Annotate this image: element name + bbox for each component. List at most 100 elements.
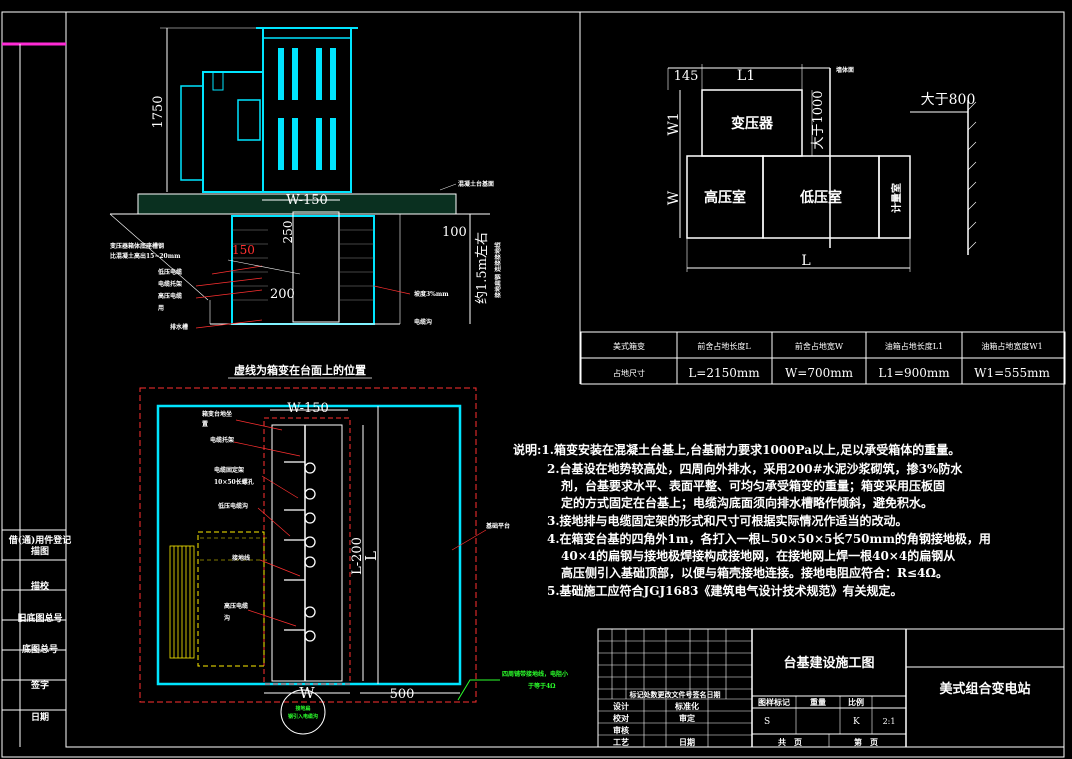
- dim-W: W: [666, 190, 682, 205]
- tb-sheet-no: 第 页: [854, 737, 878, 747]
- label-lv-cable: 低压电缆: [157, 268, 182, 276]
- tb-check: 校对: [613, 713, 629, 723]
- note-2c: 定的方式固定在台基上；电缆沟底面须向排水槽略作倾斜，避免积水。: [561, 495, 933, 510]
- label-top-right: 混凝土台基面: [458, 180, 494, 188]
- th-4: 油箱占地宽度W1: [981, 341, 1042, 351]
- th-2: 前舍占地宽W: [795, 341, 844, 351]
- label-bracket: 变压器箱体底座槽钢: [110, 242, 164, 250]
- notes: 说明:1.箱变安装在混凝土台基上,台基耐力要求1000Pa以上,足以承受箱体的重…: [513, 442, 991, 598]
- dim-500: 500: [390, 687, 415, 702]
- note-1: 说明:1.箱变安装在混凝土台基上,台基耐力要求1000Pa以上,足以承受箱体的重…: [513, 442, 960, 457]
- label-support: 电缆托架: [158, 280, 182, 288]
- plan-platform: [156, 404, 462, 686]
- td-label: 占地尺寸: [613, 368, 645, 378]
- plan-label-1: 箱变台地坐: [202, 410, 232, 418]
- note-5: 5.基础施工应符合JGJ1683《建筑电气设计技术规范》有关规定。: [547, 583, 903, 598]
- td-3: W1=555mm: [974, 366, 1050, 380]
- ground-detail-circle: [280, 689, 326, 735]
- plan-label-3b: 10×50长螺孔: [214, 478, 254, 486]
- room-lv: 低压室: [799, 189, 842, 206]
- label-hv-cable2: 用: [157, 305, 164, 312]
- cable-pit: [231, 215, 375, 325]
- note-4c: 高压侧引入基础顶部，以便与箱壳接地连接。接地电阻应符合：R≤4Ω。: [561, 565, 948, 580]
- drawing-title: 台基建设施工图: [783, 655, 874, 671]
- note-2b: 剂，台基要求水平、表面平整、可均匀承受箱变的重量；箱变采用压板固: [560, 478, 945, 493]
- plan-label-3: 电缆固定架: [214, 466, 244, 474]
- circle-label2: 钢引入电缆沟: [288, 713, 318, 720]
- tb-date: 日期: [679, 737, 695, 747]
- plan-label-1b: 置: [202, 420, 208, 428]
- label-bracket2: 比混凝土高出15~20mm: [110, 252, 181, 260]
- size-table: 美式箱变 前舍占地长度L 前舍占地宽W 油箱占地长度L1 油箱占地宽度W1 占地…: [580, 331, 1066, 385]
- elevation-caption: 虚线为箱变在台面上的位置: [234, 363, 366, 377]
- layout-diagram: 变压器 高压室 低压室 计量室 145 L1 墙体面 大于1000 W1 W L…: [666, 64, 977, 272]
- label-slope: 坡度3%mm: [414, 290, 449, 298]
- tb-sheet-total: 共 页: [778, 737, 802, 747]
- dim-L1: L1: [737, 68, 755, 84]
- plan-label-6: 高压电缆: [224, 602, 248, 610]
- dim-1750: 1750: [151, 95, 166, 128]
- tb-scale-pre: K: [853, 717, 860, 727]
- rev-header: 标记处数更改文件号签名日期: [629, 690, 721, 699]
- brick-hatch: [232, 229, 374, 301]
- td-1: W=700mm: [785, 366, 854, 380]
- tb-standard: 标准化: [674, 701, 699, 711]
- note-3: 3.接地排与电缆固定架的形式和尺寸可根据实际情况作适当的改动。: [547, 513, 908, 528]
- plan-label-6b: 沟: [224, 614, 230, 622]
- dim-w-plan: W: [299, 684, 315, 702]
- plan-oil-tank: [197, 531, 265, 667]
- plan-cable-loops: [304, 462, 316, 642]
- plan-view: W-150 L-200 L W 500 箱变台地坐 置 电缆托架 电缆固定架 1…: [139, 387, 568, 735]
- room-transformer: 变压器: [731, 115, 774, 132]
- plan-label-4: 低压电缆沟: [217, 502, 248, 510]
- dim-250: 250: [281, 221, 295, 244]
- dim-depth: 约1.5m左右: [475, 232, 490, 304]
- dim-150: 150: [232, 243, 255, 257]
- strip-3: 描校: [31, 580, 50, 592]
- box-meter: [878, 155, 911, 239]
- label-trench: 电缆沟: [414, 318, 432, 326]
- dim-l-plan: L: [362, 551, 380, 561]
- strip-1: 借(通)用件登记: [8, 534, 72, 546]
- dim-W1: W1: [666, 112, 682, 135]
- plan-label-2: 电缆托架: [210, 436, 234, 444]
- note-2a: 2.台基设在地势较高处，四周向外排水，采用200#水泥沙浆砌筑，掺3%防水: [547, 461, 963, 476]
- strip-5: 底图总号: [22, 643, 58, 655]
- strip-7: 日期: [31, 711, 49, 723]
- tb-scale: 比例: [848, 697, 864, 707]
- label-ground-vert: 接地扁钢 连接接地线: [494, 242, 502, 299]
- plan-radiator: [169, 545, 195, 659]
- dim-w150-elev: W-150: [286, 193, 328, 208]
- side-strip: 借(通)用件登记 描图 描校 旧底图总号 底图总号 签字 日期: [2, 44, 71, 747]
- oil-tank: [202, 71, 264, 193]
- th-3: 油箱占地长度L1: [885, 341, 943, 351]
- plan-outer-dash: [139, 387, 477, 703]
- th-1: 前舍占地长度L: [697, 341, 751, 351]
- label-hv-cable: 高压电缆: [158, 292, 182, 300]
- tb-stage: 图样标记: [758, 697, 790, 707]
- tb-design: 设计: [613, 701, 629, 711]
- note-4b: 40×4的扁钢与接地极焊接构成接地网，在接地网上焊一根40×4的扁钢从: [561, 548, 955, 563]
- elevation-view: 1750 W-150 250 150 200 100 约1.5m左右 接地扁钢 …: [109, 27, 502, 379]
- dim-1000: 大于1000: [811, 90, 826, 149]
- td-0: L=2150mm: [688, 366, 760, 380]
- th-0: 美式箱变: [613, 341, 645, 351]
- title-block: 台基建设施工图 美式组合变电站 标记处数更改文件号签名日期 设计 校对 审核 工…: [597, 628, 1065, 748]
- cabinet-vents: [278, 48, 336, 170]
- cabinet-body: [262, 27, 352, 193]
- tb-approve: 审定: [679, 713, 695, 723]
- tb-scale-val: 2:1: [883, 717, 896, 726]
- label-wall: 墙体面: [836, 66, 854, 74]
- room-meter: 计量室: [890, 183, 903, 213]
- strip-6: 签字: [30, 679, 49, 691]
- note-4a: 4.在箱变台基的四角外1m，各打入一根∟50×50×5长750mm的角钢接地极，…: [547, 531, 991, 546]
- dim-145: 145: [674, 69, 699, 84]
- label-drain: 排水槽: [170, 323, 188, 331]
- project-name: 美式组合变电站: [939, 681, 1030, 697]
- tb-process: 工艺: [613, 737, 629, 747]
- dim-100: 100: [442, 225, 467, 240]
- circle-label: 接地扁: [294, 705, 310, 712]
- tb-weight: 重量: [810, 697, 826, 707]
- plan-trench: [271, 424, 343, 682]
